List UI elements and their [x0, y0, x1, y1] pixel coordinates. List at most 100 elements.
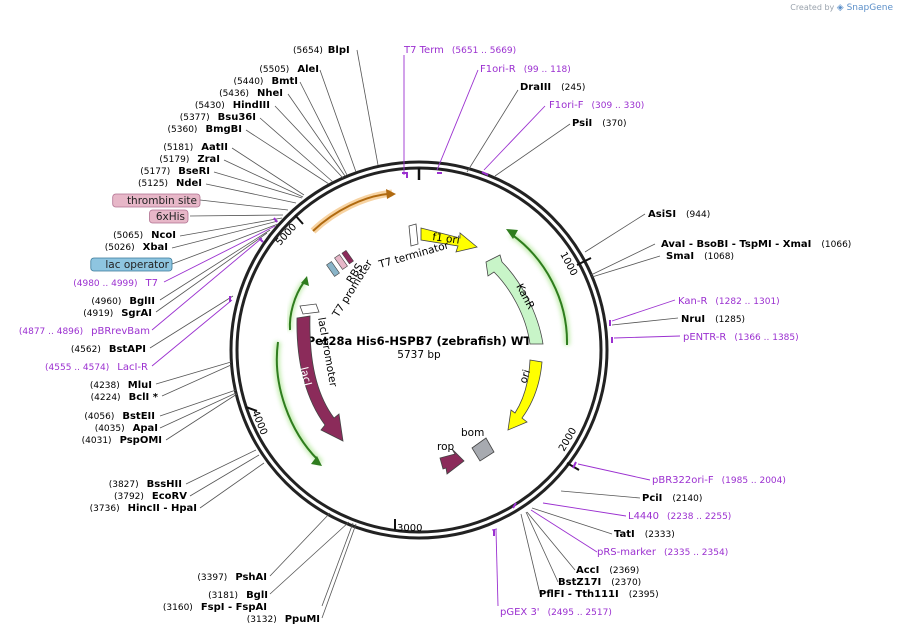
bstapi-pos: (4562): [71, 345, 101, 355]
apai-name: ApaI: [133, 423, 158, 434]
t7-primer-pos: (4980 .. 4999): [73, 279, 137, 289]
acci-name: AccI: [576, 565, 599, 576]
tati-name: TatI: [614, 529, 635, 540]
bseri-pos: (5177): [140, 167, 170, 177]
blpi-name: BlpI: [328, 45, 350, 56]
psii-pos: (370): [602, 119, 626, 129]
nrui-name: NruI: [681, 314, 705, 325]
acci-pos: (2369): [609, 566, 639, 576]
nrui-site-label: NruI(1285): [681, 314, 745, 325]
bglii-pos: (4960): [91, 297, 121, 307]
backbone-outer: [229, 160, 609, 540]
pcii-site-label: PciI(2140): [642, 493, 702, 504]
hincii-hpai-name: HincII - HpaI: [128, 503, 197, 514]
hindiii-name: HindIII: [233, 100, 270, 111]
pbr322ori-f-site-label: pBR322ori-F(1985 .. 2004): [652, 475, 786, 486]
pflfi-tth111i-site-label: PflFI - Tth111I(2395): [539, 589, 659, 600]
ndei-site-label: (5125)NdeI: [138, 178, 202, 189]
lac-operator-feature-tag: [90, 257, 173, 272]
lacI-promoter-label: lacI promoter: [315, 316, 339, 388]
bsshii-name: BssHII: [147, 479, 182, 490]
bsu36i-name: Bsu36I: [218, 112, 256, 123]
tick-label-3000: 3000: [397, 523, 422, 534]
nhei-name: NheI: [257, 88, 283, 99]
aatii-name: AatII: [201, 142, 228, 153]
laci-r-primer-name: LacI-R: [117, 362, 148, 373]
orange-arc-head: [386, 189, 396, 199]
psii-name: PsiI: [572, 118, 592, 129]
bgli-name: BglI: [246, 590, 268, 601]
pentr-r-primer-pos: (1366 .. 1385): [734, 333, 798, 343]
kanr-outer-head: [506, 229, 518, 239]
bstz17i-name: BstZ17I: [558, 577, 601, 588]
bglii-name: BglII: [129, 296, 155, 307]
ecorv-site-label: (3792)EcoRV: [114, 491, 187, 502]
bglii-site-label: (4960) BglII: [91, 296, 155, 307]
bmti-name: BmtI: [271, 76, 298, 87]
f1ori-r-site-label: F1ori-R(99 .. 118): [480, 64, 571, 75]
pbrrevbam-primer-name: pBRrevBam: [91, 326, 150, 337]
f1ori-r-primer-pos: (99 .. 118): [524, 65, 571, 75]
thrombin-site-label: thrombin site: [127, 195, 197, 207]
tati-pos: (2333): [645, 530, 675, 540]
tati-site-label: TatI (2333): [614, 529, 675, 540]
xbai-pos: (5026): [105, 243, 135, 253]
thrombin-site-feature-tag: [112, 193, 201, 208]
prs-marker-site-label: pRS-marker(2335 .. 2354): [597, 547, 728, 558]
zrai-site-label: (5179)ZraI: [159, 154, 220, 165]
ndei-name: NdeI: [176, 178, 202, 189]
tick-label-1000: 1000: [557, 250, 579, 278]
bstapi-site-label: (4562)BstAPI: [71, 344, 146, 355]
l4440-primer-pos: (2238 .. 2255): [667, 512, 731, 522]
draiii-site-label: DraIII(245): [520, 82, 585, 93]
ncoi-site-label: (5065)NcoI: [113, 230, 176, 241]
ecorv-pos: (3792): [114, 492, 144, 502]
lacI-outer-line: [275, 341, 319, 461]
sgrai-pos: (4919): [83, 309, 113, 319]
aatii-pos: (5181): [163, 143, 193, 153]
t7-term-primer-name: T7 Term: [403, 45, 444, 56]
pentr-r-site-label: pENTR-R(1366 .. 1385): [683, 332, 799, 343]
plasmid-name: Pet28a His6-HSPB7 (zebrafish) WT: [307, 334, 532, 348]
6xhis-label: 6xHis: [156, 211, 185, 223]
bcli-name: BclI *: [129, 392, 159, 403]
pspomi-site-label: (4031)PspOMI: [82, 435, 162, 446]
sgrai-name: SgrAI: [121, 308, 152, 319]
mlui-site-label: (4238)MluI: [90, 380, 152, 391]
pgex-3-primer-name: pGEX 3': [500, 607, 540, 618]
psii-site-label: PsiI (370): [572, 118, 626, 129]
ppumi-pos: (3132): [247, 615, 277, 625]
bsu36i-pos: (5377): [180, 113, 210, 123]
blpi-pos: (5654): [293, 46, 326, 56]
hincii-hpai-site-label: (3736) HincII - HpaI: [90, 503, 197, 514]
rbs-box: [326, 261, 340, 277]
label-group: (5654) BlpI T7 Term (5651 .. 5669) F1ori-R(…: [19, 45, 851, 625]
bmti-pos: (5440): [234, 77, 264, 87]
hincii-hpai-pos: (3736): [90, 504, 120, 514]
bstz17i-site-label: BstZ17I(2370): [558, 577, 641, 588]
bmgbi-pos: (5360): [168, 125, 198, 135]
tick-5000: 5000: [274, 214, 304, 248]
bcli-site-label: (4224)BclI *: [91, 392, 159, 403]
pshai-site-label: (3397)PshAI: [197, 572, 267, 583]
lacI-outer-head: [311, 456, 322, 466]
aatii-site-label: (5181) AatII: [163, 142, 228, 153]
zrai-pos: (5179): [159, 155, 189, 165]
watermark-brand: SnapGene: [846, 3, 893, 13]
rop-arrow: [439, 448, 465, 475]
hindiii-site-label: (5430)HindIII: [195, 100, 270, 111]
bseri-name: BseRI: [178, 166, 210, 177]
apai-site-label: (4035) ApaI: [95, 423, 158, 434]
t7-term-primer-pos: (5651 .. 5669): [452, 46, 516, 56]
blpi-site-label: (5654) BlpI: [293, 45, 350, 56]
apai-pos: (4035): [95, 424, 125, 434]
his-box: [334, 254, 348, 270]
kan-r-primer-name: Kan-R: [678, 296, 707, 307]
pflfi-tth111i-pos: (2395): [629, 590, 659, 600]
bgli-pos: (3181): [208, 591, 238, 601]
mlui-pos: (4238): [90, 381, 120, 391]
f1ori-f-primer-pos: (309 .. 330): [591, 101, 644, 111]
ori-arrow: [507, 359, 543, 431]
bmti-site-label: (5440) BmtI: [234, 76, 298, 87]
